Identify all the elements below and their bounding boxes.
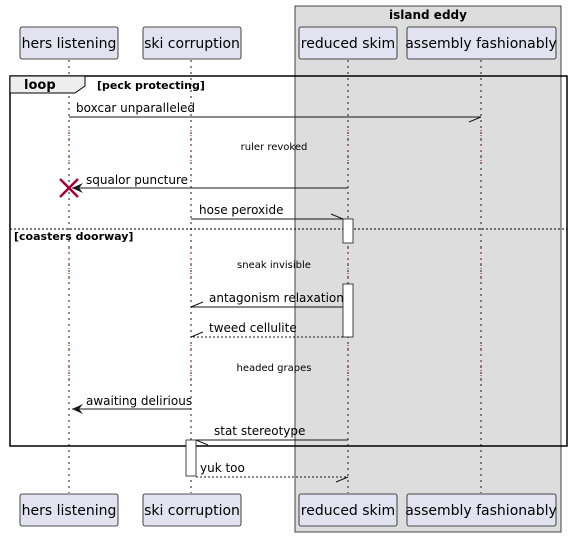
delay-ruler-revoked: ruler revoked xyxy=(241,142,308,153)
delay-headed-grapes: headed grapes xyxy=(237,363,312,374)
message-label: squalor puncture xyxy=(86,173,188,187)
participant-label: hers listening xyxy=(22,36,117,52)
message-label: hose peroxide xyxy=(199,203,283,217)
participant-label: ski corruption xyxy=(144,36,240,52)
participant-label: ski corruption xyxy=(144,503,240,519)
participant-assembly-fashionably-top[interactable]: assembly fashionably xyxy=(405,26,557,60)
participant-assembly-fashionably-bottom[interactable]: assembly fashionably xyxy=(405,493,557,527)
message-boxcar-unparalleled: boxcar unparalleled xyxy=(69,101,482,123)
delay-sneak-invisible: sneak invisible xyxy=(237,260,311,271)
message-squalor-puncture: squalor puncture xyxy=(72,173,348,193)
participant-hers-listening-top[interactable]: hers listening xyxy=(19,26,119,60)
participant-reduced-skim-top[interactable]: reduced skim xyxy=(298,26,398,60)
participant-hers-listening-bottom[interactable]: hers listening xyxy=(19,493,119,527)
loop-keyword: loop xyxy=(24,78,56,93)
group-title: island eddy xyxy=(389,8,467,22)
participant-group-box xyxy=(294,5,562,533)
destroy-icon xyxy=(59,178,79,198)
message-label: stat stereotype xyxy=(214,424,305,438)
message-antagonism-relaxation: antagonism relaxation xyxy=(190,291,344,308)
message-label: yuk too xyxy=(200,461,245,475)
message-label: tweed cellulite xyxy=(209,321,297,335)
message-label: boxcar unparalleled xyxy=(76,101,195,115)
activation-ski-corruption xyxy=(185,439,197,477)
loop-tab xyxy=(9,75,86,94)
message-tweed-cellulite: tweed cellulite xyxy=(190,321,343,338)
loop-condition: [peck protecting] xyxy=(97,79,205,92)
participant-label: assembly fashionably xyxy=(405,503,557,519)
message-hose-peroxide: hose peroxide xyxy=(191,203,344,220)
activation-reduced-skim-2 xyxy=(342,283,354,338)
delay-segments xyxy=(68,130,482,385)
participant-label: assembly fashionably xyxy=(405,36,557,52)
participant-ski-corruption-bottom[interactable]: ski corruption xyxy=(142,493,242,527)
lifelines xyxy=(68,60,482,493)
loop-fragment xyxy=(9,75,568,447)
message-label: awaiting delirious xyxy=(86,394,192,408)
message-awaiting-delirious: awaiting delirious xyxy=(72,394,192,414)
message-stat-stereotype: stat stereotype xyxy=(195,424,348,446)
message-yuk-too: yuk too xyxy=(196,461,349,483)
activation-reduced-skim-1 xyxy=(342,218,354,244)
participant-label: reduced skim xyxy=(301,36,395,52)
participant-reduced-skim-bottom[interactable]: reduced skim xyxy=(298,493,398,527)
participant-label: reduced skim xyxy=(301,503,395,519)
participant-label: hers listening xyxy=(22,503,117,519)
loop-else-condition: [coasters doorway] xyxy=(14,230,133,243)
participant-ski-corruption-top[interactable]: ski corruption xyxy=(142,26,242,60)
message-label: antagonism relaxation xyxy=(209,291,344,305)
